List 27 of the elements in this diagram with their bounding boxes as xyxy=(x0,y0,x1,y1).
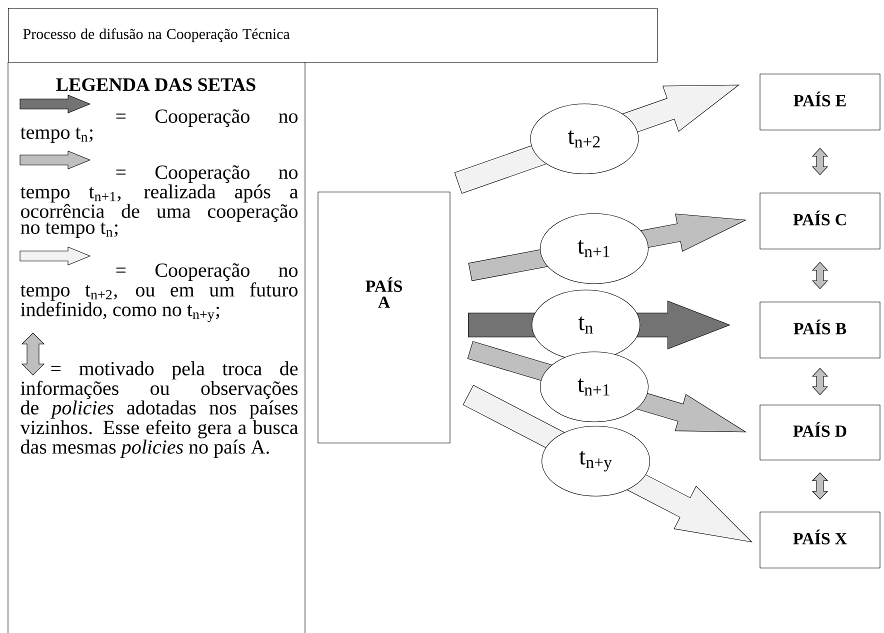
block-arrow xyxy=(812,262,828,290)
legend-text: = Cooperação no tempo t$_{n+1}$, realizada após a ocorrência de uma cooperação no tempo t$_{n}$; xyxy=(20,165,298,238)
legend-text: = Cooperação no tempo t$_{n+2}$, ou em um futuro indefinido, como no t$_{n+y}$; xyxy=(20,263,298,322)
edge-label: t$_{n+1}$ xyxy=(540,352,648,422)
block-arrow xyxy=(812,368,828,396)
country-name: PAÍS E xyxy=(794,92,846,106)
country-name: PAÍS X xyxy=(793,530,847,544)
country-name: PAÍS C xyxy=(793,210,846,226)
title: Processo de difusão na Cooperação Técnica xyxy=(8,8,658,63)
edge-label: t$_{n+y}$ xyxy=(542,426,650,496)
edge-label: t$_{n+2}$ xyxy=(530,104,639,174)
country-box xyxy=(760,74,880,130)
block-arrow xyxy=(812,148,828,176)
country-name: PAÍS B xyxy=(794,320,846,334)
country-box xyxy=(760,192,880,250)
legend-heading: LEGENDA DAS SETAS xyxy=(56,78,256,92)
country-box xyxy=(760,404,880,460)
country-name: PAÍS D xyxy=(793,422,846,437)
edge-label: t$_{n}$ xyxy=(532,290,640,360)
country-box xyxy=(318,192,450,444)
edge-label: t$_{n+1}$ xyxy=(540,213,648,284)
legend-text: = Cooperação no tempo t$_{n}$; xyxy=(20,109,298,144)
country-name: PAÍS A xyxy=(366,277,402,308)
country-box xyxy=(760,512,880,568)
legend-text: = motivado pela troca de informações ou observações de policies adotadas nos países vizinhos. Esse efeito gera a busca das mesmas policies no país A. xyxy=(20,361,298,458)
country-box xyxy=(760,302,880,358)
block-arrow xyxy=(812,472,828,500)
